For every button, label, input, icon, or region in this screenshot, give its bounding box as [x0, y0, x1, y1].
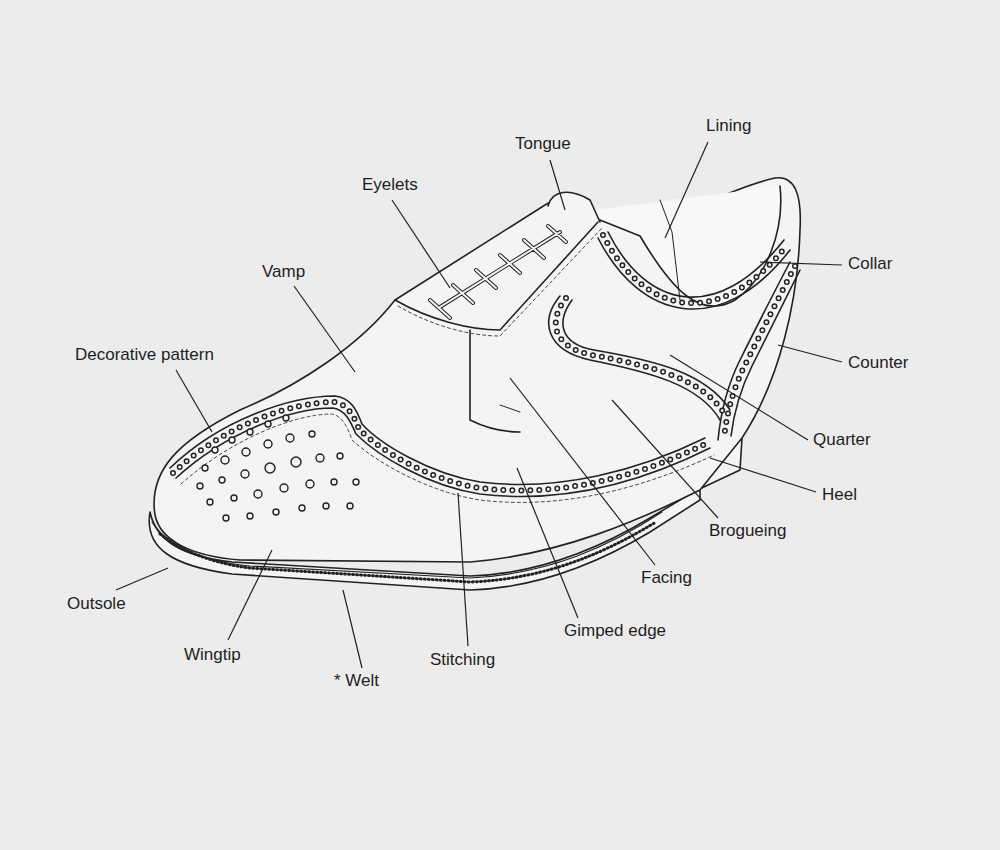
part-label: Quarter: [813, 430, 871, 450]
lining-seam: [660, 200, 680, 300]
part-label: Facing: [641, 568, 692, 588]
welt-texture: [160, 522, 656, 582]
part-label: Outsole: [67, 594, 126, 614]
part-label: Eyelets: [362, 175, 418, 195]
wingtip-seam: [170, 396, 705, 484]
laces-inner: [430, 226, 566, 318]
part-label: Stitching: [430, 650, 495, 670]
part-label: Heel: [822, 485, 857, 505]
part-label: Decorative pattern: [75, 345, 214, 365]
brogue-dots-holes: [173, 235, 795, 490]
decorative-medallion: [197, 415, 359, 521]
part-label: Vamp: [262, 262, 305, 282]
facing: [395, 222, 598, 330]
part-label: Tongue: [515, 134, 571, 154]
laces: [430, 226, 566, 318]
part-label: Wingtip: [184, 645, 241, 665]
tongue: [548, 192, 600, 222]
facing-tab: [500, 405, 520, 412]
welt: [152, 512, 662, 578]
part-label: * Welt: [334, 671, 379, 691]
part-label: Brogueing: [709, 521, 787, 541]
brogue-dots: [173, 235, 795, 490]
stitching: [181, 228, 714, 502]
part-label: Collar: [848, 254, 892, 274]
part-label: Gimped edge: [564, 621, 666, 641]
leader-lines: [116, 142, 842, 668]
part-label: Lining: [706, 116, 751, 136]
shoe-upper: [154, 178, 800, 562]
collar-seam-inner: [608, 232, 784, 297]
part-label: Counter: [848, 353, 908, 373]
